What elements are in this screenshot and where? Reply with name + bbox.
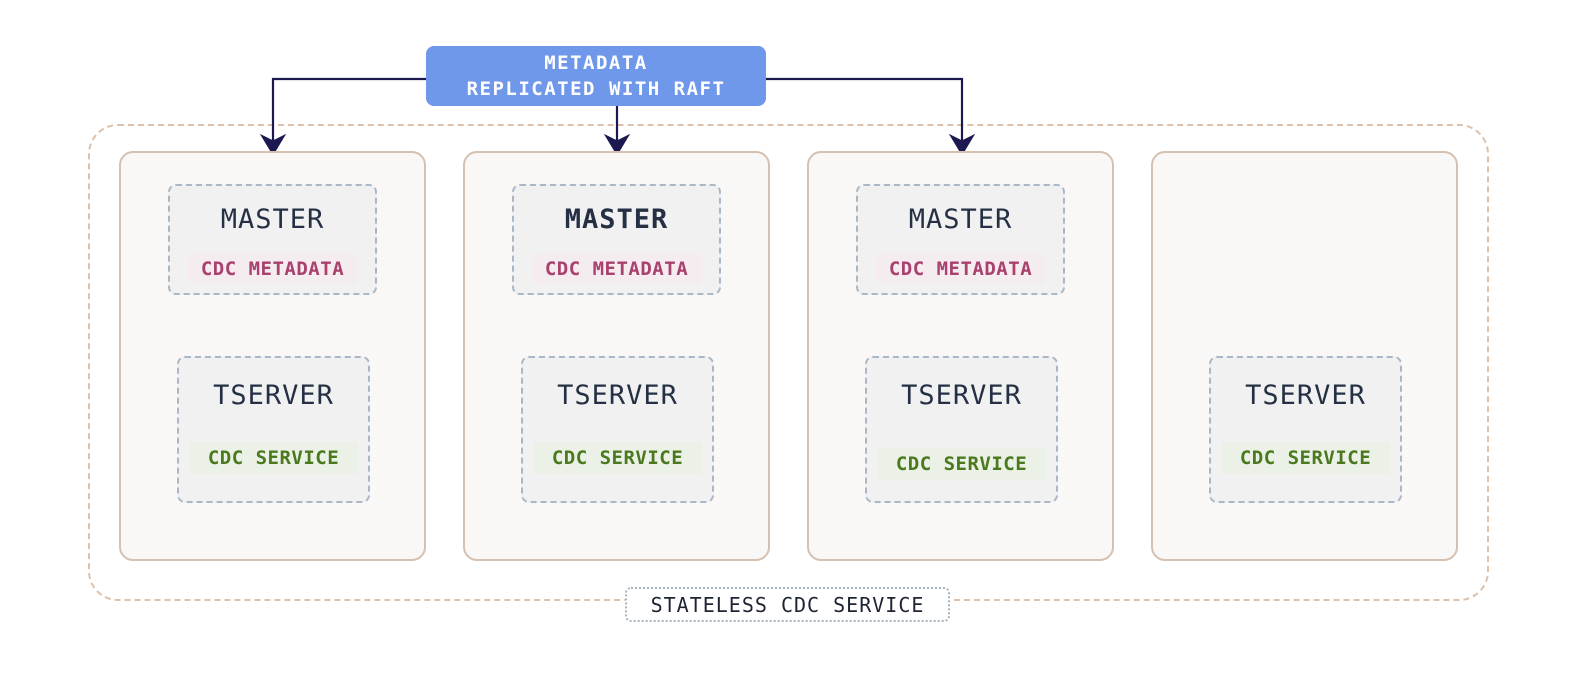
master-box: MASTER CDC METADATA [856,184,1065,295]
tserver-title: TSERVER [213,380,334,411]
tserver-box: TSERVER CDC SERVICE [1209,356,1402,503]
node-4: TSERVER CDC SERVICE [1151,151,1458,561]
tserver-box: TSERVER CDC SERVICE [521,356,714,503]
cdc-service-label: CDC SERVICE [877,448,1046,480]
tserver-title: TSERVER [1245,380,1366,411]
cdc-service-label: CDC SERVICE [1221,442,1390,474]
tserver-title: TSERVER [901,380,1022,411]
master-title: MASTER [908,204,1013,235]
master-box: MASTER CDC METADATA [168,184,377,295]
node-2: MASTER CDC METADATA TSERVER CDC SERVICE [463,151,770,561]
tserver-box: TSERVER CDC SERVICE [177,356,370,503]
master-box-leader: MASTER CDC METADATA [512,184,721,295]
cdc-metadata-label: CDC METADATA [532,254,701,284]
stateless-cdc-service-label: STATELESS CDC SERVICE [625,587,950,622]
cdc-metadata-label: CDC METADATA [876,254,1045,284]
node-3: MASTER CDC METADATA TSERVER CDC SERVICE [807,151,1114,561]
master-title: MASTER [220,204,325,235]
master-title: MASTER [564,204,669,235]
metadata-raft-box: METADATA REPLICATED WITH RAFT [426,46,766,106]
node-1: MASTER CDC METADATA TSERVER CDC SERVICE [119,151,426,561]
tserver-title: TSERVER [557,380,678,411]
cdc-metadata-label: CDC METADATA [188,254,357,284]
metadata-box-line1: METADATA [544,52,648,74]
cdc-service-label: CDC SERVICE [533,442,702,474]
cdc-service-label: CDC SERVICE [189,442,358,474]
metadata-box-line2: REPLICATED WITH RAFT [466,78,726,100]
tserver-box: TSERVER CDC SERVICE [865,356,1058,503]
